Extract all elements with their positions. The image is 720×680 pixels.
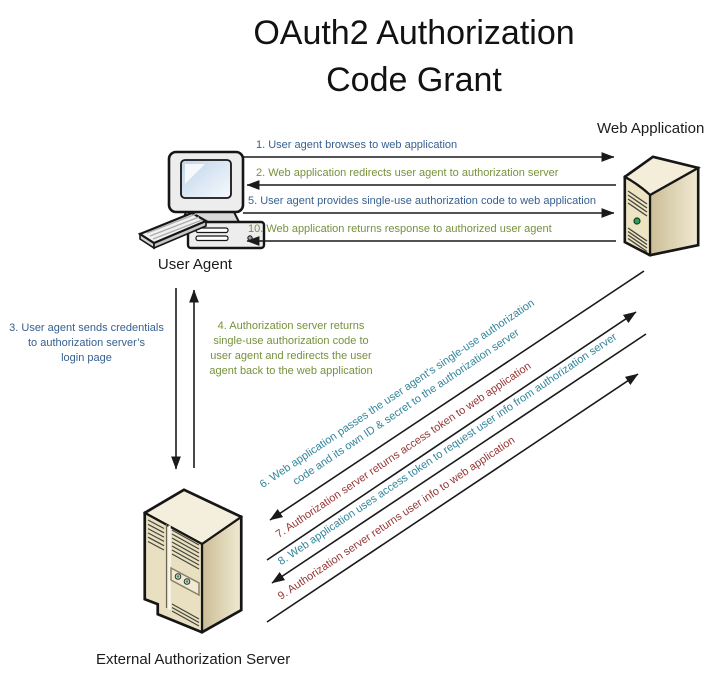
page-title-line2: Code Grant (326, 61, 502, 99)
page-title-line1: OAuth2 Authorization (253, 14, 575, 52)
authorization-server-icon (142, 488, 244, 634)
web-application-label: Web Application (597, 120, 705, 137)
web-application-server-icon (622, 155, 701, 257)
arrow-6-line (269, 270, 645, 521)
flow-2-label: 2. Web application redirects user agent … (256, 167, 559, 179)
flow-1-label: 1. User agent browses to web application (256, 139, 458, 151)
user-agent-label: User Agent (157, 256, 233, 273)
arrow-8-line (271, 333, 647, 584)
arrow-9-line (266, 373, 639, 623)
flow-3-label: 3. User agent sends credentials to autho… (9, 322, 164, 364)
flow-5-label: 5. User agent provides single-use author… (248, 195, 596, 207)
desktop-computer-icon (138, 150, 266, 250)
flow-10-label: 10. Web application returns response to … (248, 223, 552, 235)
arrow-7-line (266, 311, 637, 561)
flow-4-label: 4. Authorization server returns single-u… (209, 320, 373, 377)
page-title: OAuth2 Authorization Code Grant (158, 10, 670, 104)
authorization-server-label: External Authorization Server (96, 651, 291, 668)
